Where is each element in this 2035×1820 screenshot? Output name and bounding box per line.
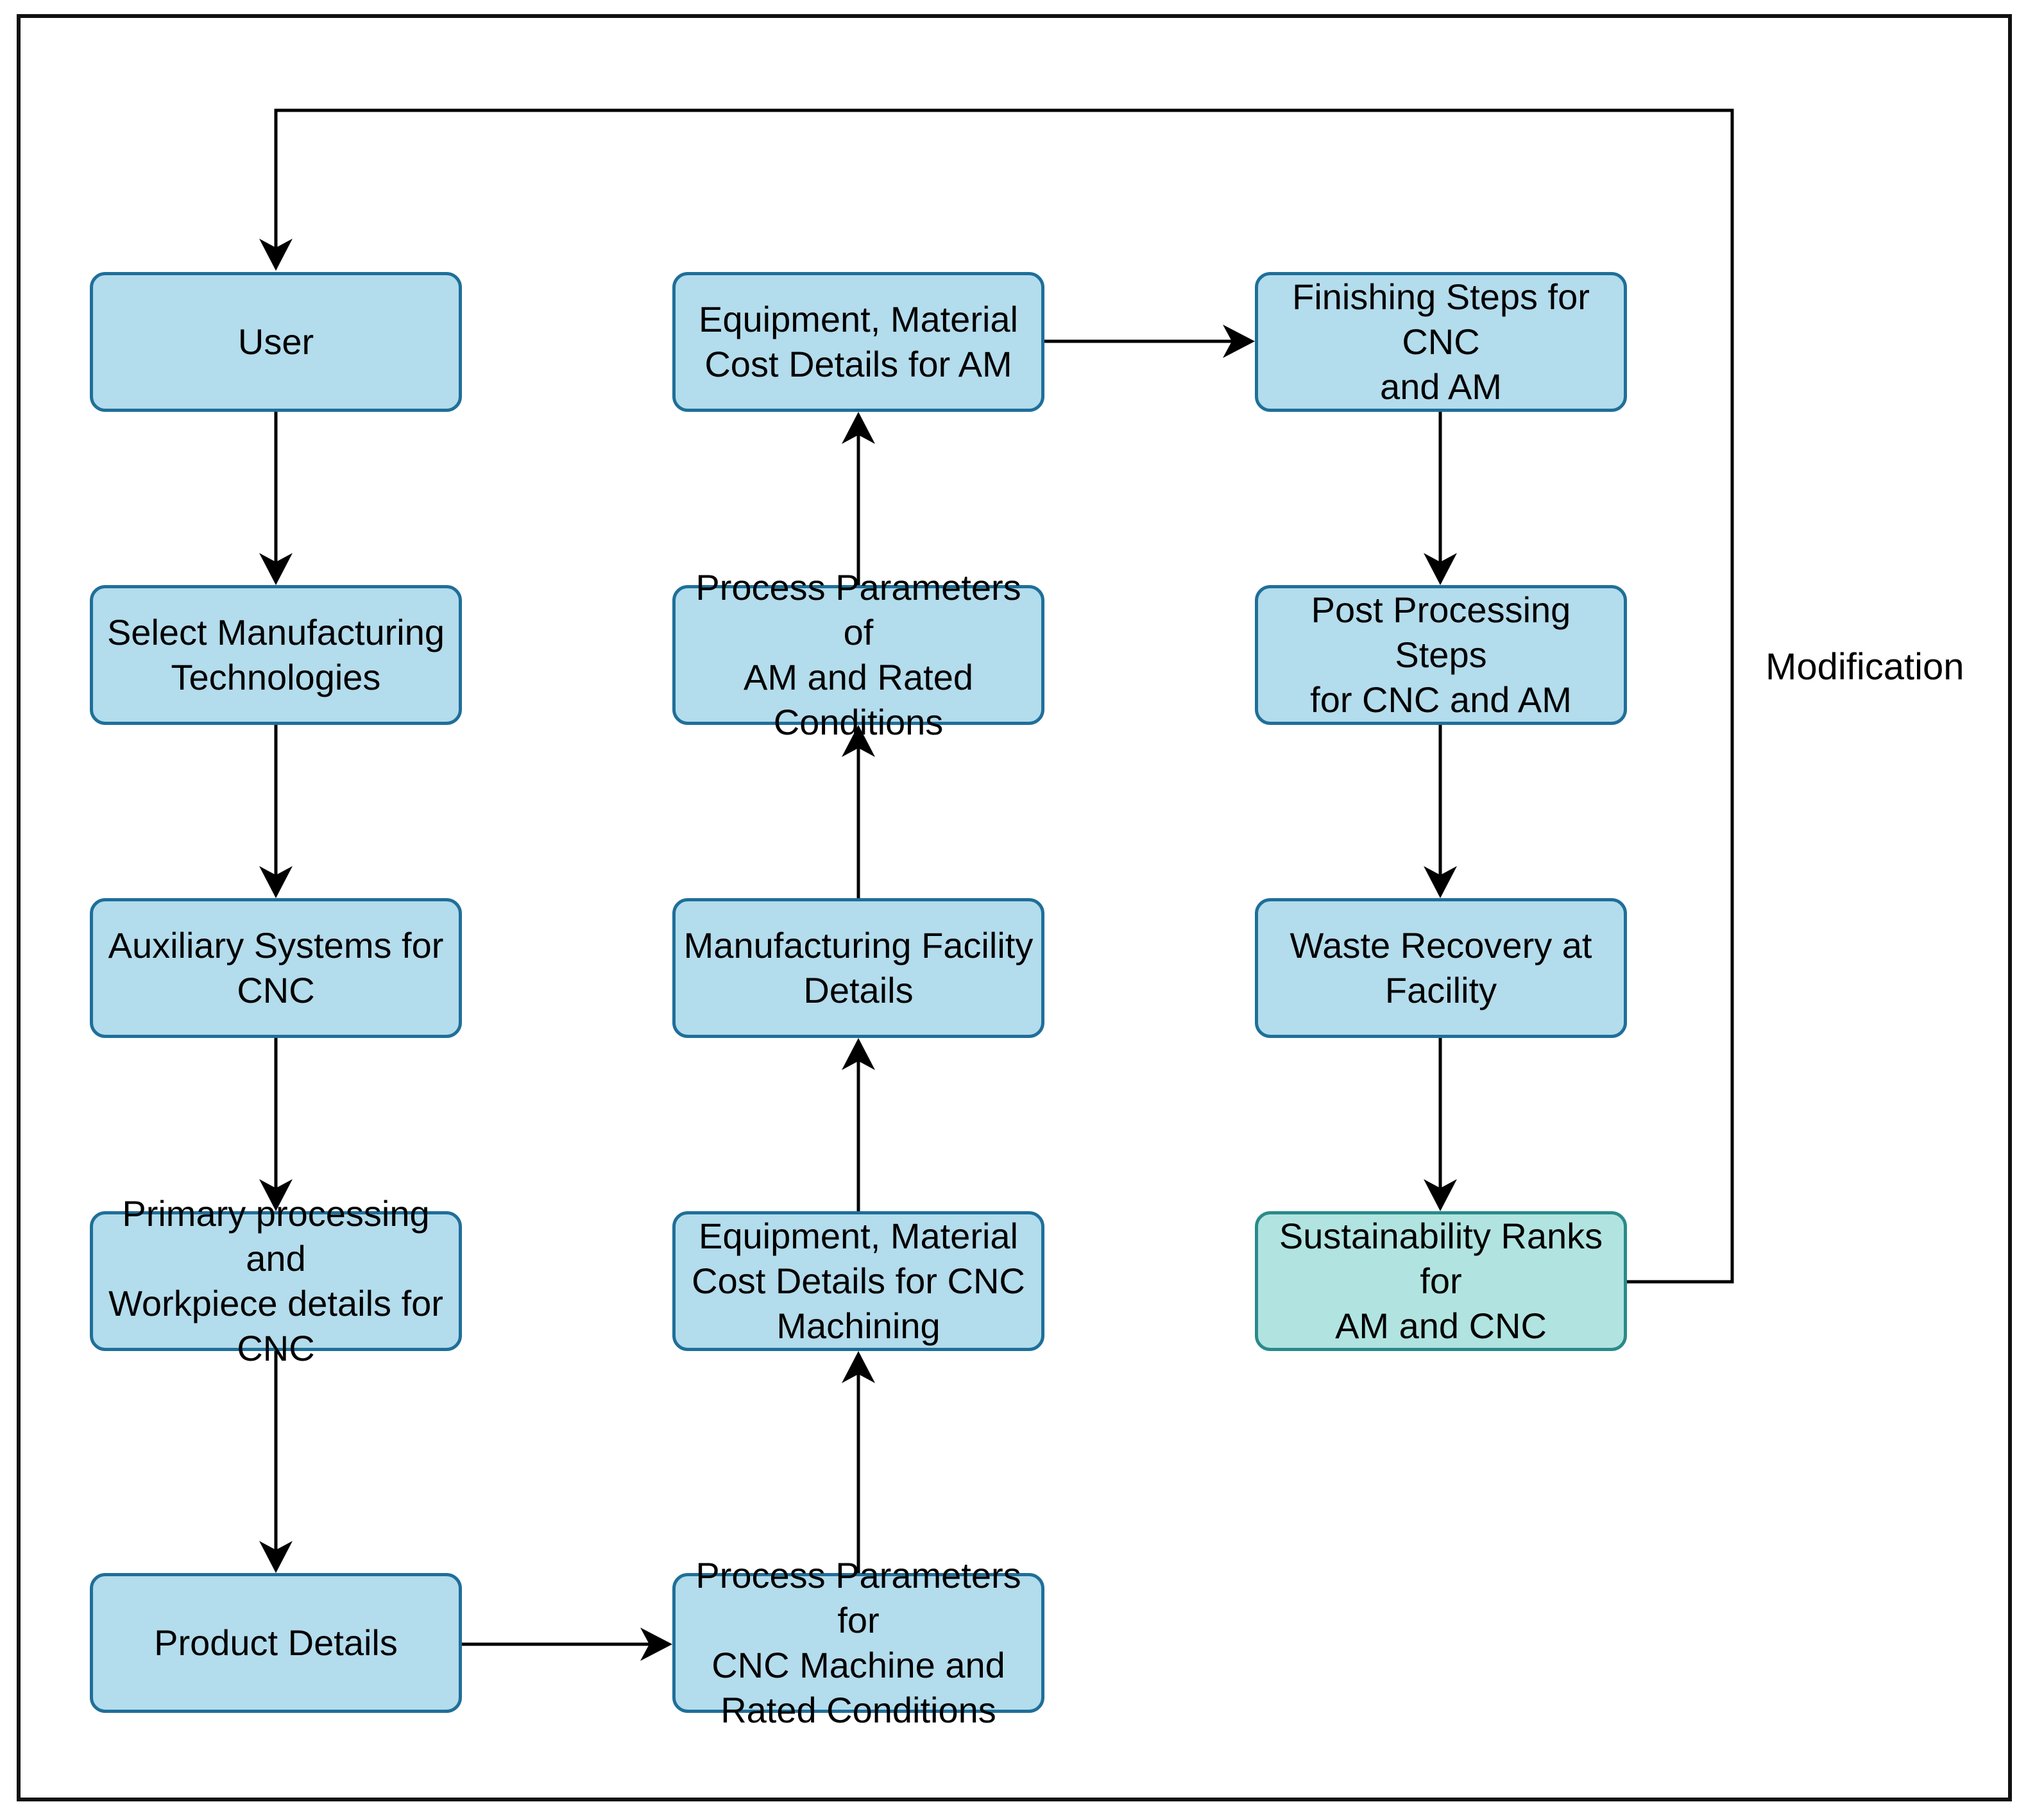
arrowhead-right xyxy=(640,1628,672,1661)
feedback-loop-line xyxy=(274,108,1734,1284)
node-product-details[interactable]: Product Details xyxy=(90,1573,462,1713)
arrowhead-down xyxy=(1424,866,1457,898)
node-finishing-steps[interactable]: Finishing Steps for CNC and AM xyxy=(1255,272,1627,412)
arrowhead-right xyxy=(1223,325,1255,358)
node-equipment-cost-am[interactable]: Equipment, Material Cost Details for AM xyxy=(672,272,1044,412)
node-process-parameters-cnc[interactable]: Process Parameters for CNC Machine and R… xyxy=(672,1555,1044,1730)
feedback-label-modification: Modification xyxy=(1766,646,1964,688)
node-manufacturing-facility[interactable]: Manufacturing Facility Details xyxy=(672,898,1044,1038)
arrowhead-down xyxy=(259,553,293,585)
diagram-frame xyxy=(17,14,2012,1801)
arrowhead-down xyxy=(259,1541,293,1573)
node-sustainability-ranks[interactable]: Sustainability Ranks for AM and CNC xyxy=(1255,1211,1627,1351)
arrowhead-down xyxy=(1424,553,1457,585)
arrowhead-up xyxy=(842,725,875,757)
node-select-manufacturing-technologies[interactable]: Select Manufacturing Technologies xyxy=(90,585,462,725)
node-waste-recovery[interactable]: Waste Recovery at Facility xyxy=(1255,898,1627,1038)
node-user[interactable]: User xyxy=(90,272,462,412)
arrowhead-up xyxy=(842,412,875,444)
node-post-processing-steps[interactable]: Post Processing Steps for CNC and AM xyxy=(1255,585,1627,725)
arrowhead-down xyxy=(1424,1179,1457,1211)
arrowhead-down xyxy=(259,1179,293,1211)
node-primary-processing-cnc[interactable]: Primary processing and Workpiece details… xyxy=(90,1193,462,1368)
arrowhead-down xyxy=(259,239,293,271)
node-process-parameters-am[interactable]: Process Parameters of AM and Rated Condi… xyxy=(672,567,1044,742)
arrowhead-up xyxy=(842,1038,875,1070)
node-equipment-cost-cnc[interactable]: Equipment, Material Cost Details for CNC… xyxy=(672,1211,1044,1351)
arrowhead-up xyxy=(842,1351,875,1383)
arrowhead-down xyxy=(259,866,293,898)
node-auxiliary-systems-cnc[interactable]: Auxiliary Systems for CNC xyxy=(90,898,462,1038)
